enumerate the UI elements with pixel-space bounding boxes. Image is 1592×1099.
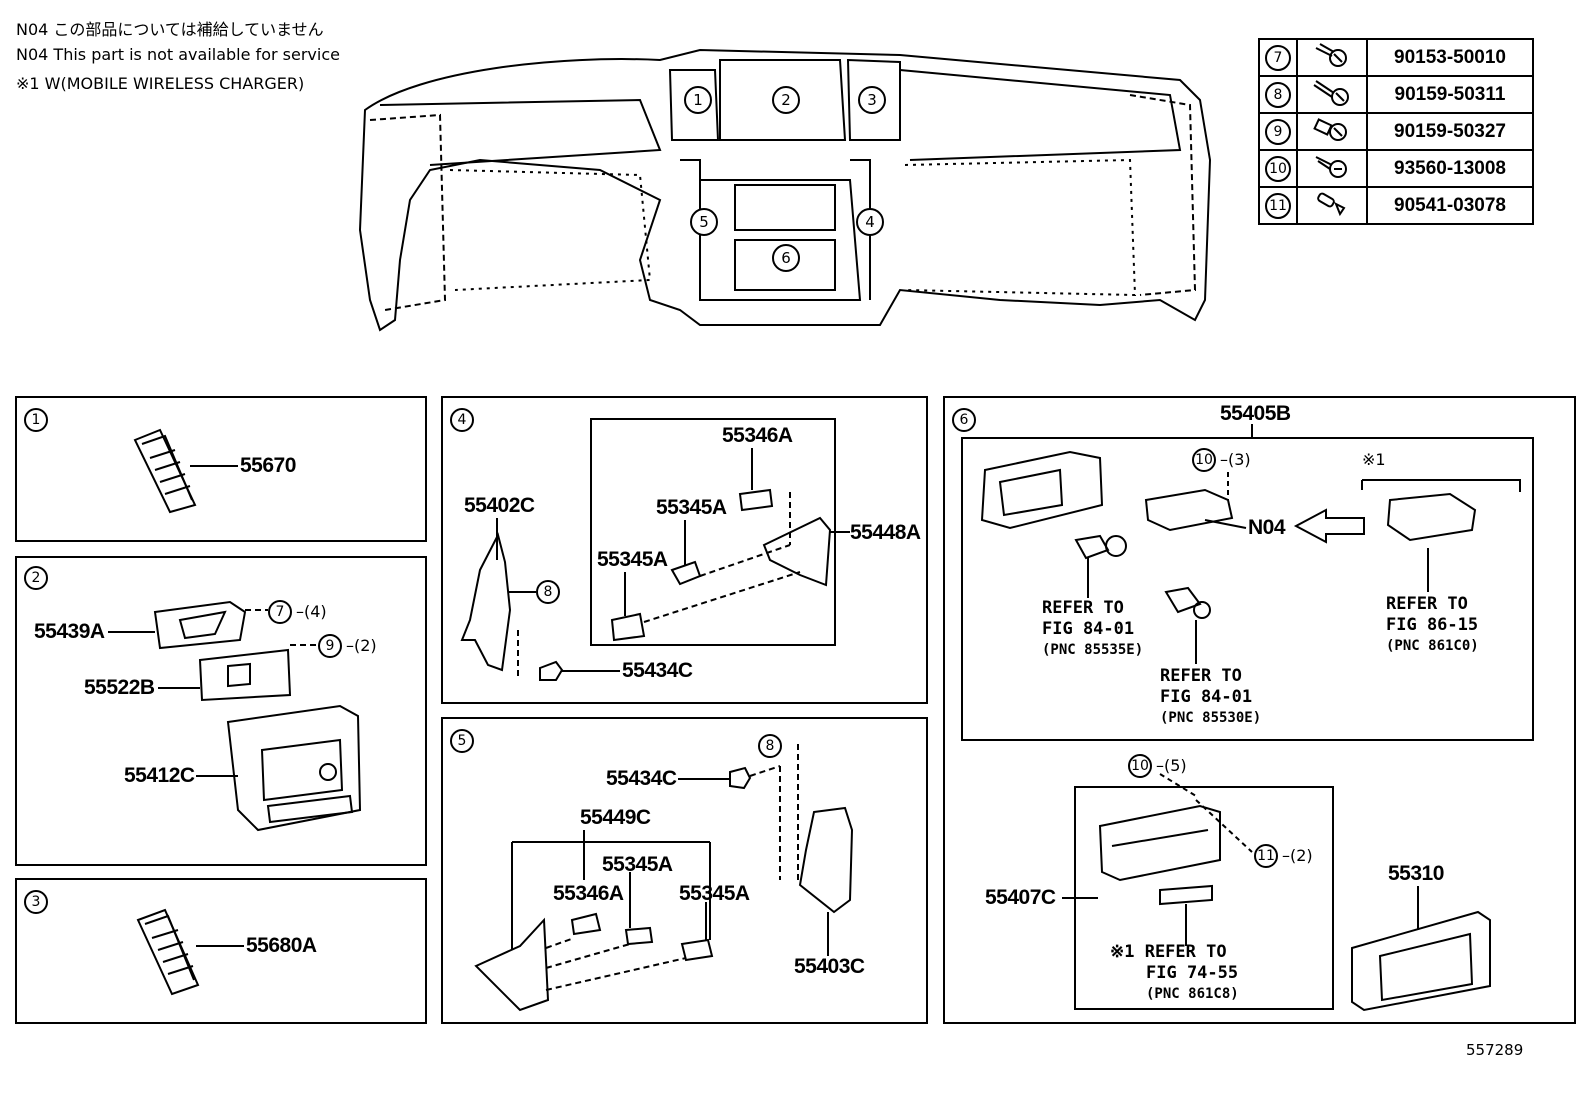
fastener-qty: –(4) bbox=[296, 602, 327, 621]
callout-circle: 11 bbox=[1265, 192, 1291, 219]
bolt-icon bbox=[1313, 117, 1347, 141]
part-label-55439A[interactable]: 55439A bbox=[34, 620, 105, 643]
fastener-qty: –(5) bbox=[1156, 756, 1187, 775]
bolt-icon bbox=[1315, 42, 1347, 67]
part-number: 93560-13008 bbox=[1366, 149, 1534, 188]
detail-panel-4 bbox=[441, 396, 928, 704]
part-label-55407C[interactable]: 55407C bbox=[985, 886, 1056, 909]
panel-id: 6 bbox=[952, 408, 976, 432]
part-label-55346A[interactable]: 55346A bbox=[722, 424, 793, 447]
fastener-qty: –(2) bbox=[1282, 846, 1313, 865]
part-label-55346A[interactable]: 55346A bbox=[553, 882, 624, 905]
table-row: 11 90541-03078 bbox=[1258, 186, 1534, 225]
fastener-qty: –(3) bbox=[1220, 450, 1251, 469]
fastener-callout-8[interactable]: 8 bbox=[758, 734, 782, 758]
callout-circle: 7 bbox=[1265, 44, 1291, 71]
screw-icon bbox=[1315, 155, 1347, 178]
detail-panel-6 bbox=[943, 396, 1576, 1024]
fastener-qty: –(2) bbox=[346, 636, 377, 655]
figure-number: 557289 bbox=[1466, 1041, 1524, 1059]
part-label-55345A[interactable]: 55345A bbox=[597, 548, 668, 571]
fastener-callout-10[interactable]: 10 bbox=[1192, 448, 1216, 472]
part-label-55405B[interactable]: 55405B bbox=[1220, 402, 1291, 425]
panel-id: 2 bbox=[24, 566, 48, 590]
mark-symbol: ※1 bbox=[1362, 450, 1386, 469]
fastener-callout-10[interactable]: 10 bbox=[1128, 754, 1152, 778]
part-label-55449C[interactable]: 55449C bbox=[580, 806, 651, 829]
panel-id: 4 bbox=[450, 408, 474, 432]
detail-panel-5 bbox=[441, 717, 928, 1024]
part-label-55402C[interactable]: 55402C bbox=[464, 494, 535, 517]
note-mark-1: ※1 W(MOBILE WIRELESS CHARGER) bbox=[16, 74, 305, 93]
part-number: 90159-50327 bbox=[1366, 112, 1534, 151]
fastener-table: 7 90153-50010 8 90159-50311 9 90159-5032… bbox=[1258, 38, 1534, 225]
callout-circle: 8 bbox=[1265, 81, 1291, 108]
bolt-icon bbox=[1313, 79, 1349, 106]
overview-callout-5[interactable]: 5 bbox=[690, 208, 718, 236]
overview-callout-4[interactable]: 4 bbox=[856, 208, 884, 236]
part-label-55412C[interactable]: 55412C bbox=[124, 764, 195, 787]
part-label-55434C[interactable]: 55434C bbox=[622, 659, 693, 682]
n04-label[interactable]: N04 bbox=[1248, 516, 1286, 539]
detail-panel-3 bbox=[15, 878, 427, 1024]
callout-circle: 10 bbox=[1265, 155, 1291, 182]
refer-label[interactable]: ※1 REFER TO FIG 74-55 (PNC 861C8) bbox=[1110, 942, 1239, 1002]
subassembly-box bbox=[1074, 786, 1334, 1010]
panel-id: 5 bbox=[450, 729, 474, 753]
table-row: 7 90153-50010 bbox=[1258, 38, 1534, 77]
part-label-55680A[interactable]: 55680A bbox=[246, 934, 317, 957]
part-label-55522B[interactable]: 55522B bbox=[84, 676, 155, 699]
fastener-callout-9[interactable]: 9 bbox=[318, 634, 342, 658]
fastener-callout-8[interactable]: 8 bbox=[536, 580, 560, 604]
part-number: 90541-03078 bbox=[1366, 186, 1534, 225]
part-label-55345A[interactable]: 55345A bbox=[656, 496, 727, 519]
part-label-55403C[interactable]: 55403C bbox=[794, 955, 865, 978]
detail-panel-2 bbox=[15, 556, 427, 866]
callout-circle: 9 bbox=[1265, 118, 1291, 145]
part-label-55434C[interactable]: 55434C bbox=[606, 767, 677, 790]
part-label-55310[interactable]: 55310 bbox=[1388, 862, 1444, 885]
part-label-55670[interactable]: 55670 bbox=[240, 454, 296, 477]
table-row: 9 90159-50327 bbox=[1258, 112, 1534, 151]
fastener-callout-7[interactable]: 7 bbox=[268, 600, 292, 624]
part-number: 90153-50010 bbox=[1366, 38, 1534, 77]
overview-callout-3[interactable]: 3 bbox=[858, 86, 886, 114]
panel-id: 3 bbox=[24, 890, 48, 914]
table-row: 8 90159-50311 bbox=[1258, 75, 1534, 114]
fastener-callout-11[interactable]: 11 bbox=[1254, 844, 1278, 868]
part-label-55345A[interactable]: 55345A bbox=[602, 853, 673, 876]
subassembly-box bbox=[961, 437, 1534, 741]
overview-callout-6[interactable]: 6 bbox=[772, 244, 800, 272]
part-number: 90159-50311 bbox=[1366, 75, 1534, 114]
overview-callout-1[interactable]: 1 bbox=[684, 86, 712, 114]
part-label-55448A[interactable]: 55448A bbox=[850, 521, 921, 544]
detail-panel-1 bbox=[15, 396, 427, 542]
panel-id: 1 bbox=[24, 408, 48, 432]
part-label-55345A[interactable]: 55345A bbox=[679, 882, 750, 905]
pin-icon bbox=[1317, 192, 1346, 216]
table-row: 10 93560-13008 bbox=[1258, 149, 1534, 188]
overview-callout-2[interactable]: 2 bbox=[772, 86, 800, 114]
note-english: N04 This part is not available for servi… bbox=[16, 45, 340, 64]
note-japanese: N04 この部品については補給していません bbox=[16, 20, 324, 39]
